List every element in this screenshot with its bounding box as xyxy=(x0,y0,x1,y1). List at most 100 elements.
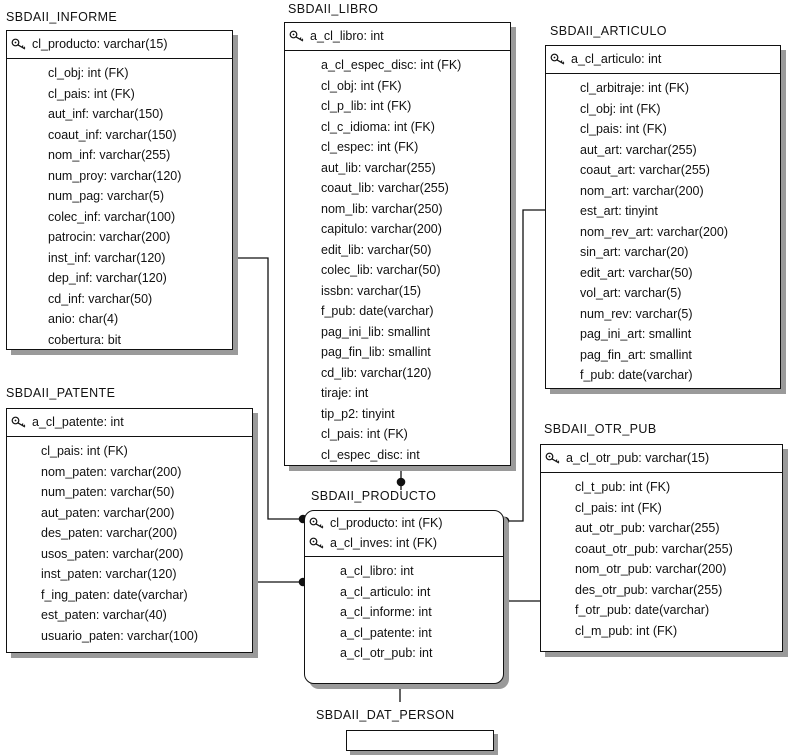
attribute-field: usuario_paten: varchar(100) xyxy=(41,626,252,647)
attribute-field: patrocin: varchar(200) xyxy=(48,227,232,248)
attribute-label: colec_lib: varchar(50) xyxy=(321,263,441,277)
entity-name: SBDAII_OTR_PUB xyxy=(544,422,657,436)
attribute-label: cl_obj: int (FK) xyxy=(580,101,661,116)
attribute-label: nom_rev_art: varchar(200) xyxy=(580,224,728,239)
entity-box: a_cl_otr_pub: varchar(15) cl_t_pub: int … xyxy=(540,444,783,652)
attribute-field: nom_art: varchar(200) xyxy=(580,181,780,202)
attribute-field: anio: char(4) xyxy=(48,309,232,330)
attribute-label: coaut_otr_pub: varchar(255) xyxy=(575,541,733,556)
link-dot-libro xyxy=(396,477,406,487)
attribute-field: cl_m_pub: int (FK) xyxy=(575,621,782,642)
attribute-label: f_pub: date(varchar) xyxy=(580,368,693,382)
attribute-label: issbn: varchar(15) xyxy=(321,283,422,298)
attribute-field: cl_obj: int (FK) xyxy=(580,99,780,120)
attribute-label: a_cl_patente: int xyxy=(340,625,432,640)
key-field-label: a_cl_inves: int (FK) xyxy=(330,535,437,550)
attribute-field: inst_inf: varchar(120) xyxy=(48,248,232,269)
attribute-field: a_cl_articulo: int xyxy=(340,582,503,603)
attribute-label: a_cl_informe: int xyxy=(340,605,432,619)
primary-key-section: a_cl_articulo: int xyxy=(546,46,780,74)
attribute-label: nom_inf: varchar(255) xyxy=(48,148,171,162)
key-icon xyxy=(550,53,565,65)
attribute-field: est_art: tinyint xyxy=(580,201,780,222)
attribute-field: tiraje: int xyxy=(321,383,510,404)
attribute-label: capitulo: varchar(200) xyxy=(321,222,442,236)
attribute-label: cl_p_lib: int (FK) xyxy=(321,99,412,113)
attribute-section: cl_arbitraje: int (FK)cl_obj: int (FK)cl… xyxy=(546,74,780,386)
attribute-label: des_otr_pub: varchar(255) xyxy=(575,582,723,597)
attribute-label: patrocin: varchar(200) xyxy=(48,230,171,244)
attribute-label: cl_pais: int (FK) xyxy=(575,500,662,515)
attribute-label: coaut_art: varchar(255) xyxy=(580,163,710,177)
attribute-label: vol_art: varchar(5) xyxy=(580,286,682,300)
attribute-field: a_cl_patente: int xyxy=(340,623,503,644)
attribute-label: sin_art: varchar(20) xyxy=(580,245,689,259)
link-articulo-producto xyxy=(505,209,545,522)
primary-key-field: a_cl_otr_pub: varchar(15) xyxy=(545,448,782,468)
attribute-field: a_cl_espec_disc: int (FK) xyxy=(321,55,510,76)
attribute-field: capitulo: varchar(200) xyxy=(321,219,510,240)
attribute-label: f_ing_paten: date(varchar) xyxy=(41,587,188,602)
attribute-field: inst_paten: varchar(120) xyxy=(41,564,252,585)
primary-key-section: cl_producto: varchar(15) xyxy=(7,31,232,59)
attribute-label: f_otr_pub: date(varchar) xyxy=(575,603,710,617)
key-icon xyxy=(11,416,26,428)
attribute-label: aut_art: varchar(255) xyxy=(580,142,697,157)
attribute-field: cl_obj: int (FK) xyxy=(48,63,232,84)
entity-box: cl_producto: int (FK)a_cl_inves: int (FK… xyxy=(304,510,504,684)
entity-box: a_cl_patente: int cl_pais: int (FK)nom_p… xyxy=(6,408,253,653)
attribute-field: tip_p2: tinyint xyxy=(321,404,510,425)
attribute-label: f_pub: date(varchar) xyxy=(321,304,434,318)
primary-key-section: a_cl_patente: int xyxy=(7,409,252,437)
key-icon xyxy=(11,38,26,50)
attribute-label: cl_pais: int (FK) xyxy=(580,122,667,136)
entity-name: SBDAII_ARTICULO xyxy=(550,24,667,38)
attribute-field: cl_t_pub: int (FK) xyxy=(575,477,782,498)
attribute-section: a_cl_espec_disc: int (FK)cl_obj: int (FK… xyxy=(285,51,510,465)
key-field-label: a_cl_otr_pub: varchar(15) xyxy=(566,450,710,465)
entity-otr-pub: SBDAII_OTR_PUB a_cl_otr_pub: varchar(15)… xyxy=(540,422,783,652)
entity-box: a_cl_articulo: int cl_arbitraje: int (FK… xyxy=(545,45,781,389)
primary-key-section: a_cl_otr_pub: varchar(15) xyxy=(541,445,782,473)
entity-box: a_cl_libro: int a_cl_espec_disc: int (FK… xyxy=(284,22,511,466)
key-icon xyxy=(545,452,560,464)
attribute-label: edit_lib: varchar(50) xyxy=(321,242,432,257)
attribute-field: issbn: varchar(15) xyxy=(321,281,510,302)
key-field-label: a_cl_libro: int xyxy=(310,28,384,43)
entity-patente: SBDAII_PATENTE a_cl_patente: int cl_pais… xyxy=(6,386,253,653)
attribute-field: pag_fin_lib: smallint xyxy=(321,342,510,363)
primary-key-field: a_cl_libro: int xyxy=(289,26,510,46)
attribute-field: a_cl_informe: int xyxy=(340,602,503,623)
attribute-field: colec_lib: varchar(50) xyxy=(321,260,510,281)
attribute-field: aut_paten: varchar(200) xyxy=(41,503,252,524)
attribute-field: cd_inf: varchar(50) xyxy=(48,289,232,310)
attribute-field: a_cl_otr_pub: int xyxy=(340,643,503,664)
primary-key-field: a_cl_articulo: int xyxy=(550,49,780,69)
attribute-field: pag_ini_lib: smallint xyxy=(321,322,510,343)
attribute-label: nom_otr_pub: varchar(200) xyxy=(575,562,727,576)
attribute-section: cl_t_pub: int (FK) cl_pais: int (FK) aut_o… xyxy=(541,473,782,641)
attribute-field: nom_lib: varchar(250) xyxy=(321,199,510,220)
attribute-label: num_proy: varchar(120) xyxy=(48,168,182,183)
attribute-label: pag_ini_lib: smallint xyxy=(321,324,431,339)
attribute-label: pag_ini_art: smallint xyxy=(580,327,692,341)
attribute-field: nom_paten: varchar(200) xyxy=(41,462,252,483)
key-icon xyxy=(289,30,304,42)
attribute-field: cobertura: bit xyxy=(48,330,232,351)
entity-articulo: SBDAII_ARTICULO a_cl_articulo: int cl_ar… xyxy=(545,24,781,389)
attribute-label: cl_pais: int (FK) xyxy=(321,427,408,441)
attribute-label: anio: char(4) xyxy=(48,312,119,326)
attribute-field: num_rev: varchar(5) xyxy=(580,304,780,325)
attribute-label: est_paten: varchar(40) xyxy=(41,608,167,622)
attribute-field: cl_pais: int (FK) xyxy=(41,441,252,462)
attribute-label: nom_lib: varchar(250) xyxy=(321,201,443,216)
attribute-field: sin_art: varchar(20) xyxy=(580,242,780,263)
attribute-field: num_pag: varchar(5) xyxy=(48,186,232,207)
entity-dat-person: SBDAII_DAT_PERSON xyxy=(316,708,498,751)
key-field-label: a_cl_patente: int xyxy=(32,414,124,429)
attribute-label: num_pag: varchar(5) xyxy=(48,189,165,203)
key-field-label: a_cl_articulo: int xyxy=(571,51,662,66)
attribute-label: aut_otr_pub: varchar(255) xyxy=(575,521,720,535)
attribute-label: dep_inf: varchar(120) xyxy=(48,271,167,285)
